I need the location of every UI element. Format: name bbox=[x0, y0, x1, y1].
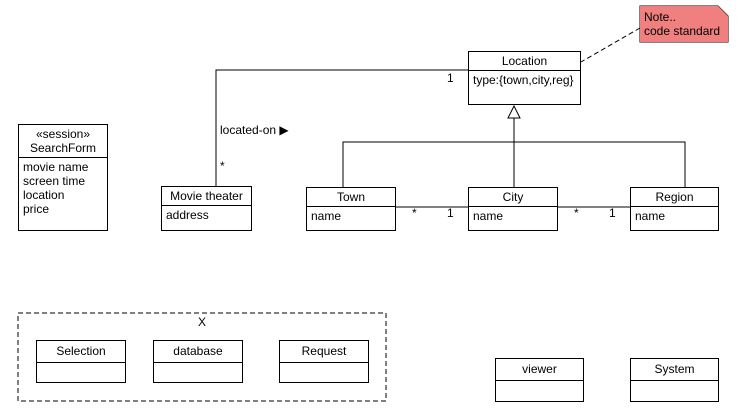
association-theater-location bbox=[215, 69, 468, 186]
attribute: name bbox=[473, 209, 504, 223]
attribute: movie name bbox=[23, 160, 89, 174]
class-attributes: address bbox=[162, 206, 251, 224]
class-attributes: name bbox=[631, 207, 718, 225]
class-selection[interactable]: Selection bbox=[36, 340, 126, 383]
note[interactable]: Note.. code standard bbox=[640, 6, 728, 42]
class-region[interactable]: Region name bbox=[630, 187, 719, 231]
class-name: City bbox=[469, 188, 557, 207]
multiplicity-location-end: 1 bbox=[447, 71, 454, 85]
class-viewer[interactable]: viewer bbox=[495, 358, 584, 402]
class-name: Location bbox=[469, 52, 580, 71]
attribute: type:{town,city,reg} bbox=[473, 73, 574, 87]
class-name: Town bbox=[307, 188, 395, 207]
class-attributes: name bbox=[307, 207, 395, 225]
multiplicity-region-end: 1 bbox=[609, 206, 616, 220]
attribute: name bbox=[635, 209, 666, 223]
class-system[interactable]: System bbox=[630, 358, 719, 402]
association-label: located-on ▶ bbox=[220, 123, 289, 137]
attribute: price bbox=[23, 202, 50, 216]
package-name: X bbox=[197, 315, 206, 329]
class-database[interactable]: database bbox=[153, 340, 243, 383]
class-attributes: movie name screen time location price bbox=[19, 158, 107, 218]
package-x[interactable]: X bbox=[18, 313, 386, 401]
attribute: name bbox=[311, 209, 342, 223]
class-search-form[interactable]: «session» SearchForm movie name screen t… bbox=[18, 124, 108, 231]
generalization-arrowhead bbox=[507, 104, 521, 119]
class-town[interactable]: Town name bbox=[306, 187, 396, 231]
class-name: database bbox=[154, 341, 242, 363]
note-anchor-line bbox=[580, 27, 641, 63]
multiplicity-town-end: * bbox=[412, 206, 417, 220]
class-movie-theater[interactable]: Movie theater address bbox=[161, 186, 252, 231]
class-attributes: name bbox=[469, 207, 557, 225]
class-name: Request bbox=[280, 341, 368, 363]
attribute: address bbox=[166, 208, 209, 222]
class-name: viewer bbox=[496, 359, 583, 381]
attribute: location bbox=[23, 188, 65, 202]
class-city[interactable]: City name bbox=[468, 187, 558, 231]
class-attributes: type:{town,city,reg} bbox=[469, 71, 580, 89]
multiplicity-city-end: 1 bbox=[447, 206, 454, 220]
class-name: Region bbox=[631, 188, 718, 207]
multiplicity-city-end: * bbox=[574, 206, 579, 220]
class-name: Selection bbox=[37, 341, 125, 363]
note-text: Note.. code standard bbox=[644, 10, 720, 38]
package-frame bbox=[17, 312, 387, 402]
class-name: System bbox=[631, 359, 718, 381]
stereotype: «session» bbox=[35, 127, 91, 141]
class-header: «session» SearchForm bbox=[19, 125, 107, 158]
multiplicity-theater-end: * bbox=[220, 159, 225, 173]
class-name: Movie theater bbox=[162, 187, 251, 206]
class-location[interactable]: Location type:{town,city,reg} bbox=[468, 51, 581, 105]
class-name: SearchForm bbox=[29, 141, 97, 155]
note-line: code standard bbox=[644, 24, 721, 38]
attribute: screen time bbox=[23, 174, 86, 188]
note-line: Note.. bbox=[644, 10, 677, 24]
class-request[interactable]: Request bbox=[279, 340, 369, 383]
